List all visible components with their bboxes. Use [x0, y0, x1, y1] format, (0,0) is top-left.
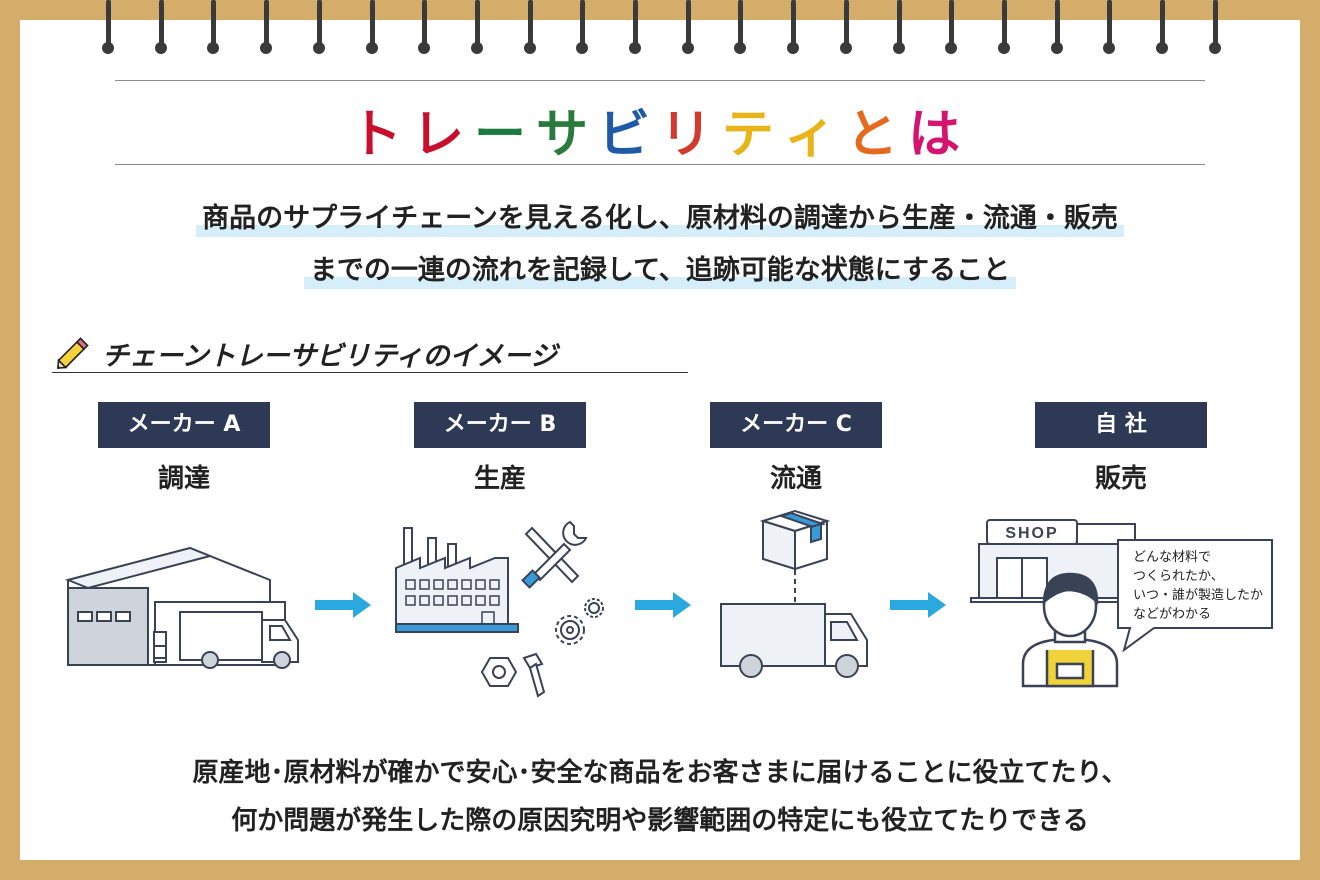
arrow-right-icon: [635, 592, 691, 618]
lead-text-1: 商品のサプライチェーンを見える化し、原材料の調達から生産・流通・販売: [196, 196, 1124, 237]
arrow-right-icon: [890, 592, 946, 618]
lead-text-2: までの一連の流れを記録して、追跡可能な状態にすること: [303, 248, 1017, 289]
truck-icon: [720, 570, 868, 678]
title-char: は: [908, 105, 971, 165]
binding-ring: [523, 0, 536, 62]
label-maker-a: メーカー A: [98, 402, 270, 448]
binding-ring: [734, 0, 747, 62]
spiral-binding: [0, 0, 1320, 70]
stage-procurement: 調達: [157, 464, 210, 494]
binding-ring: [787, 0, 800, 62]
stage-sales: 販売: [1094, 464, 1147, 494]
binding-ring: [629, 0, 641, 62]
binding-ring: [945, 0, 958, 62]
bolt-nut-icon: [480, 652, 546, 698]
title-char: ト: [349, 105, 412, 165]
title-rule-bottom: [115, 164, 1205, 165]
binding-ring: [1050, 0, 1063, 62]
bubble-line-3: いつ・誰が製造したか: [1133, 588, 1264, 603]
binding-ring: [1208, 0, 1221, 62]
title-char: レ: [411, 105, 474, 165]
bubble-line-1: どんな材料で: [1133, 550, 1212, 565]
lead-line-1: 商品のサプライチェーンを見える化し、原材料の調達から生産・流通・販売: [0, 196, 1320, 237]
binding-ring: [312, 0, 325, 62]
arrow-right-icon: [315, 592, 371, 618]
bubble-line-4: などがわかる: [1133, 607, 1212, 622]
binding-ring: [892, 0, 905, 62]
title-char: サ: [535, 105, 598, 165]
binding-ring: [470, 0, 483, 62]
binding-ring: [1156, 0, 1168, 62]
title-char: テ: [722, 105, 785, 165]
binding-ring: [207, 0, 220, 62]
binding-ring: [154, 0, 167, 62]
warehouse-icon: [64, 546, 299, 669]
stage-distribution: 流通: [769, 464, 822, 494]
factory-icon: [395, 527, 519, 633]
bubble-line-2: つくられたか、: [1133, 569, 1224, 584]
lead-line-2: までの一連の流れを記録して、追跡可能な状態にすること: [0, 248, 1320, 289]
title-char: ビ: [597, 105, 660, 165]
label-maker-c: メーカー C: [710, 402, 882, 448]
section-heading-text: チェーントレーサビリティのイメージ: [102, 341, 557, 372]
title-char: ー: [473, 105, 536, 165]
binding-ring: [681, 0, 694, 62]
label-own-company: 自 社: [1035, 402, 1207, 448]
title-char: リ: [660, 105, 723, 165]
gears-icon: [555, 598, 604, 645]
title-rule-top: [115, 80, 1205, 81]
page-title: トレーサビリティとは: [0, 92, 1320, 167]
shop-sign: SHOP: [1005, 525, 1058, 542]
binding-ring: [997, 0, 1010, 62]
title-char: と: [846, 105, 909, 165]
binding-ring: [839, 0, 852, 62]
title-char: ィ: [784, 105, 847, 165]
clerk-icon: [1021, 572, 1119, 688]
speech-bubble-icon: [1117, 539, 1273, 653]
label-maker-b: メーカー B: [414, 402, 586, 448]
binding-ring: [576, 0, 589, 62]
binding-ring: [102, 0, 114, 62]
footer-line-2: 何か問題が発生した際の原因究明や影響範囲の特定にも役立てたりできる: [231, 806, 1089, 836]
stage-production: 生産: [473, 464, 526, 494]
binding-ring: [418, 0, 431, 62]
binding-ring: [1103, 0, 1116, 62]
section-heading: チェーントレーサビリティのイメージ: [52, 332, 688, 373]
tools-icon: [521, 520, 588, 589]
footer-line-1: 原産地･原材料が確かで安心･安全な商品をお客さまに届けることに役立てたり、: [192, 758, 1128, 788]
box-icon: [759, 509, 831, 571]
binding-ring: [260, 0, 273, 62]
binding-ring: [365, 0, 378, 62]
pencil-icon: [56, 337, 89, 370]
bubble-text: どんな材料で つくられたか、 いつ・誰が製造したか などがわかる: [1133, 548, 1273, 624]
